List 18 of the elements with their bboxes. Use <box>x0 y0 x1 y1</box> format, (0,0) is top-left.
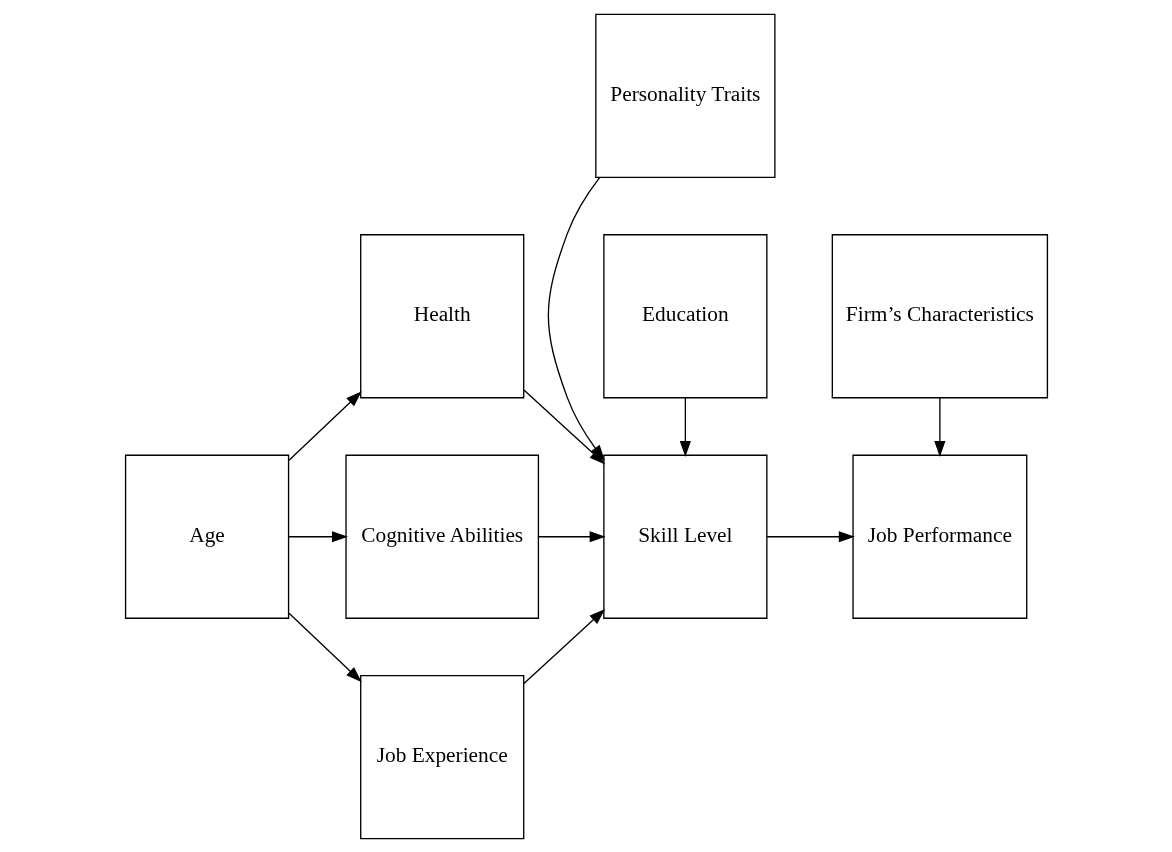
node-box: Firm’s Characteristics <box>831 233 1048 398</box>
arrow <box>287 612 362 682</box>
node-box: Skill Level <box>602 454 768 619</box>
arrow <box>537 530 606 542</box>
arrow <box>765 530 855 542</box>
arrow <box>933 396 945 457</box>
node-box: Job Performance <box>851 454 1027 619</box>
node-box: Health <box>359 233 524 398</box>
node-box: Personality Traits <box>594 13 776 178</box>
node-box: Cognitive Abilities <box>344 454 539 619</box>
node-box: Education <box>602 233 768 398</box>
node-box: Job Experience <box>359 674 524 839</box>
arrow <box>287 390 362 461</box>
arrow <box>287 530 348 542</box>
arrow <box>547 176 605 461</box>
arrow <box>679 396 691 457</box>
node-box: Age <box>124 454 289 619</box>
arrow <box>522 608 605 684</box>
